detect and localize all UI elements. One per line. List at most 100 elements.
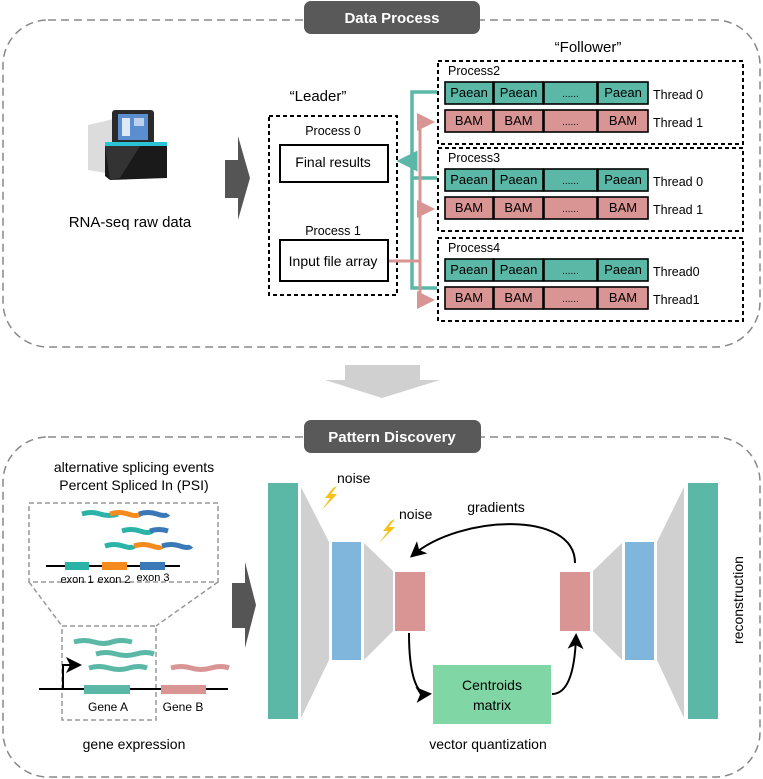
bam-cell — [444, 286, 494, 310]
gene-expression-label: gene expression — [83, 736, 186, 752]
cell-label: BAM — [504, 113, 532, 128]
centroids-label-line2: matrix — [473, 697, 511, 713]
expression-reads — [73, 638, 230, 672]
exon2-label: exon 2 — [97, 574, 130, 586]
follower-process-title: Process3 — [448, 151, 500, 165]
noise-bolt-icon-2 — [379, 519, 395, 543]
bam-cell — [444, 196, 494, 220]
latent-encoder — [395, 572, 425, 631]
cell-label: Paean — [604, 262, 642, 277]
gene-b-bar — [161, 685, 206, 694]
exon1-label: exon 1 — [60, 574, 93, 586]
thread-label: Thread 0 — [653, 175, 703, 189]
cell-label: ...... — [562, 176, 579, 187]
paean-cell — [597, 81, 649, 105]
pattern-discovery-header: Pattern Discovery — [328, 429, 456, 446]
centroids-matrix-box — [433, 665, 551, 724]
follower-process-title: Process2 — [448, 64, 500, 78]
thread-label: Thread 0 — [653, 88, 703, 102]
final-results-box — [279, 144, 389, 183]
latent-decoder — [560, 572, 590, 631]
exon2 — [102, 562, 127, 570]
cell-label: BAM — [504, 290, 532, 305]
gradients-label: gradients — [467, 499, 525, 515]
follower-process-title: Process4 — [448, 241, 500, 255]
bam-cell — [543, 109, 598, 133]
from-centroids-arrow — [551, 633, 584, 695]
data-process-header-bg — [304, 1, 480, 34]
cell-label: BAM — [609, 200, 637, 215]
thread-label: Thread 1 — [653, 116, 703, 130]
reconstruction-label: reconstruction — [730, 556, 746, 644]
follower-label: “Follower” — [555, 39, 622, 56]
gene-b-label: Gene B — [163, 700, 204, 714]
input-file-array-label: Input file array — [289, 253, 378, 269]
bam-cell — [543, 196, 598, 220]
leader-box — [268, 115, 398, 296]
paean-cell — [543, 168, 598, 192]
exon3-label: exon 3 — [136, 572, 169, 584]
noise-label-2: noise — [399, 506, 433, 522]
bam-cell — [597, 196, 649, 220]
bam-cell — [597, 109, 649, 133]
thread-label: Thread 1 — [653, 203, 703, 217]
flow-arrow-right — [225, 136, 250, 220]
decoder-hidden-layer — [625, 542, 654, 660]
paean-cell — [543, 81, 598, 105]
paean-cell — [597, 168, 649, 192]
follower-process-box — [437, 147, 744, 232]
zoom-connector-lines — [28, 581, 219, 627]
bam-cell — [597, 286, 649, 310]
teal-connectors — [396, 90, 437, 290]
flow-arrow-down — [325, 365, 440, 398]
encoder-input-layer — [268, 483, 298, 719]
gradients-arrow — [409, 523, 576, 564]
paean-cell — [444, 168, 494, 192]
to-centroids-arrow — [408, 632, 432, 703]
flow-arrow-right-2 — [232, 562, 256, 648]
cell-label: ...... — [562, 204, 579, 215]
cell-label: Paean — [450, 85, 488, 100]
pattern-discovery-header-bg — [304, 420, 481, 453]
encoder-hidden-layer — [332, 542, 361, 660]
cell-label: BAM — [609, 113, 637, 128]
paean-cell — [493, 168, 544, 192]
exon1 — [65, 562, 89, 570]
cell-label: Paean — [604, 172, 642, 187]
raw-data-label: RNA-seq raw data — [69, 214, 192, 231]
paean-cell — [493, 81, 544, 105]
encoder-funnel-2 — [364, 543, 393, 660]
gene-a-label: Gene A — [88, 700, 128, 714]
cell-label: BAM — [455, 290, 483, 305]
encoder-funnel-1 — [301, 487, 329, 718]
data-process-panel — [2, 19, 761, 348]
cell-label: Paean — [500, 262, 538, 277]
follower-process-box — [437, 237, 744, 322]
cell-label: Paean — [500, 85, 538, 100]
process0-title: Process 0 — [305, 124, 361, 138]
sequencer-icon — [88, 110, 167, 180]
cell-label: ...... — [562, 266, 579, 277]
bam-cell — [493, 109, 544, 133]
promoter-arrow-icon — [62, 657, 82, 689]
cell-label: ...... — [562, 89, 579, 100]
paean-cell — [543, 258, 598, 282]
paean-cell — [597, 258, 649, 282]
process1-title: Process 1 — [305, 224, 361, 238]
cell-label: Paean — [450, 262, 488, 277]
data-process-header: Data Process — [344, 10, 439, 27]
salmon-connectors — [389, 113, 435, 309]
gene-a-bar — [84, 685, 130, 694]
as-title-line2: Percent Spliced In (PSI) — [59, 477, 208, 493]
noise-label-1: noise — [337, 470, 371, 486]
thread-label: Thread0 — [653, 265, 700, 279]
cell-label: BAM — [455, 113, 483, 128]
vector-quantization-label: vector quantization — [429, 736, 547, 752]
centroids-label-line1: Centroids — [462, 677, 522, 693]
cell-label: ...... — [562, 294, 579, 305]
paean-cell — [493, 258, 544, 282]
cell-label: Paean — [604, 85, 642, 100]
